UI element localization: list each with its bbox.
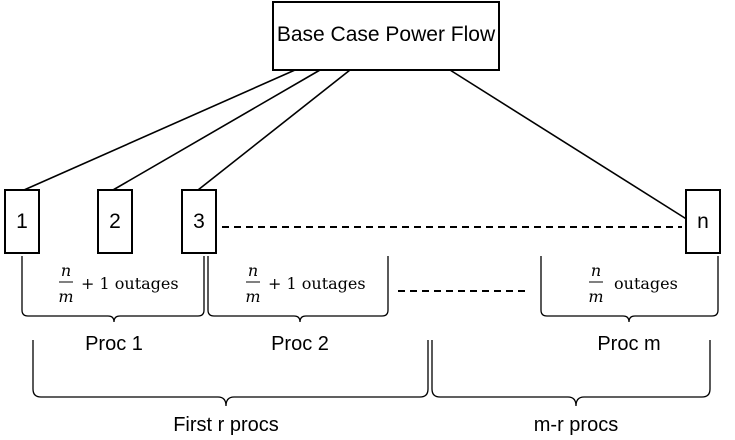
outage-node-3-label: 3 [193, 210, 205, 233]
fraction-1-denominator: m [58, 287, 73, 306]
fraction-2-numerator: n [248, 261, 258, 280]
outage-node-3: 3 [181, 189, 217, 254]
fraction-1-suffix: + 1 outages [81, 274, 179, 293]
proc-m-label: Proc m [597, 333, 660, 355]
root-node-label: Base Case Power Flow [277, 23, 496, 46]
connector-root-to-n [449, 69, 689, 221]
outage-node-n-label: n [697, 210, 709, 233]
connector-root-to-1 [23, 69, 296, 191]
proc-2-outage-count: n m + 1 outages [245, 261, 365, 306]
outage-node-1-label: 1 [16, 210, 28, 233]
proc-1-outage-count: n m + 1 outages [58, 261, 178, 306]
first-r-procs-label: First r procs [173, 414, 279, 436]
proc-1-label: Proc 1 [85, 333, 143, 355]
root-node: Base Case Power Flow [272, 1, 500, 71]
fraction-1-numerator: n [61, 261, 71, 280]
fraction-m-denominator: m [588, 287, 603, 306]
first-r-procs-bracket [32, 340, 429, 407]
outage-node-1: 1 [4, 189, 40, 254]
outage-node-2: 2 [97, 189, 133, 254]
connector-root-to-2 [112, 69, 321, 191]
fraction-2-suffix: + 1 outages [268, 274, 366, 293]
proc-1-bracket [21, 256, 205, 323]
connector-root-to-3 [197, 69, 351, 191]
proc-2-label: Proc 2 [271, 333, 329, 355]
fraction-m-suffix: outages [614, 274, 678, 293]
outage-node-2-label: 2 [109, 210, 121, 233]
outage-node-n: n [685, 189, 721, 254]
proc-m-outage-count: n m outages [588, 261, 677, 306]
proc-m-bracket [540, 256, 719, 323]
m-r-procs-label: m-r procs [534, 414, 618, 436]
fraction-m-numerator: n [591, 261, 601, 280]
fraction-2-denominator: m [245, 287, 260, 306]
proc-2-bracket [207, 256, 389, 323]
m-r-procs-bracket [431, 340, 711, 407]
